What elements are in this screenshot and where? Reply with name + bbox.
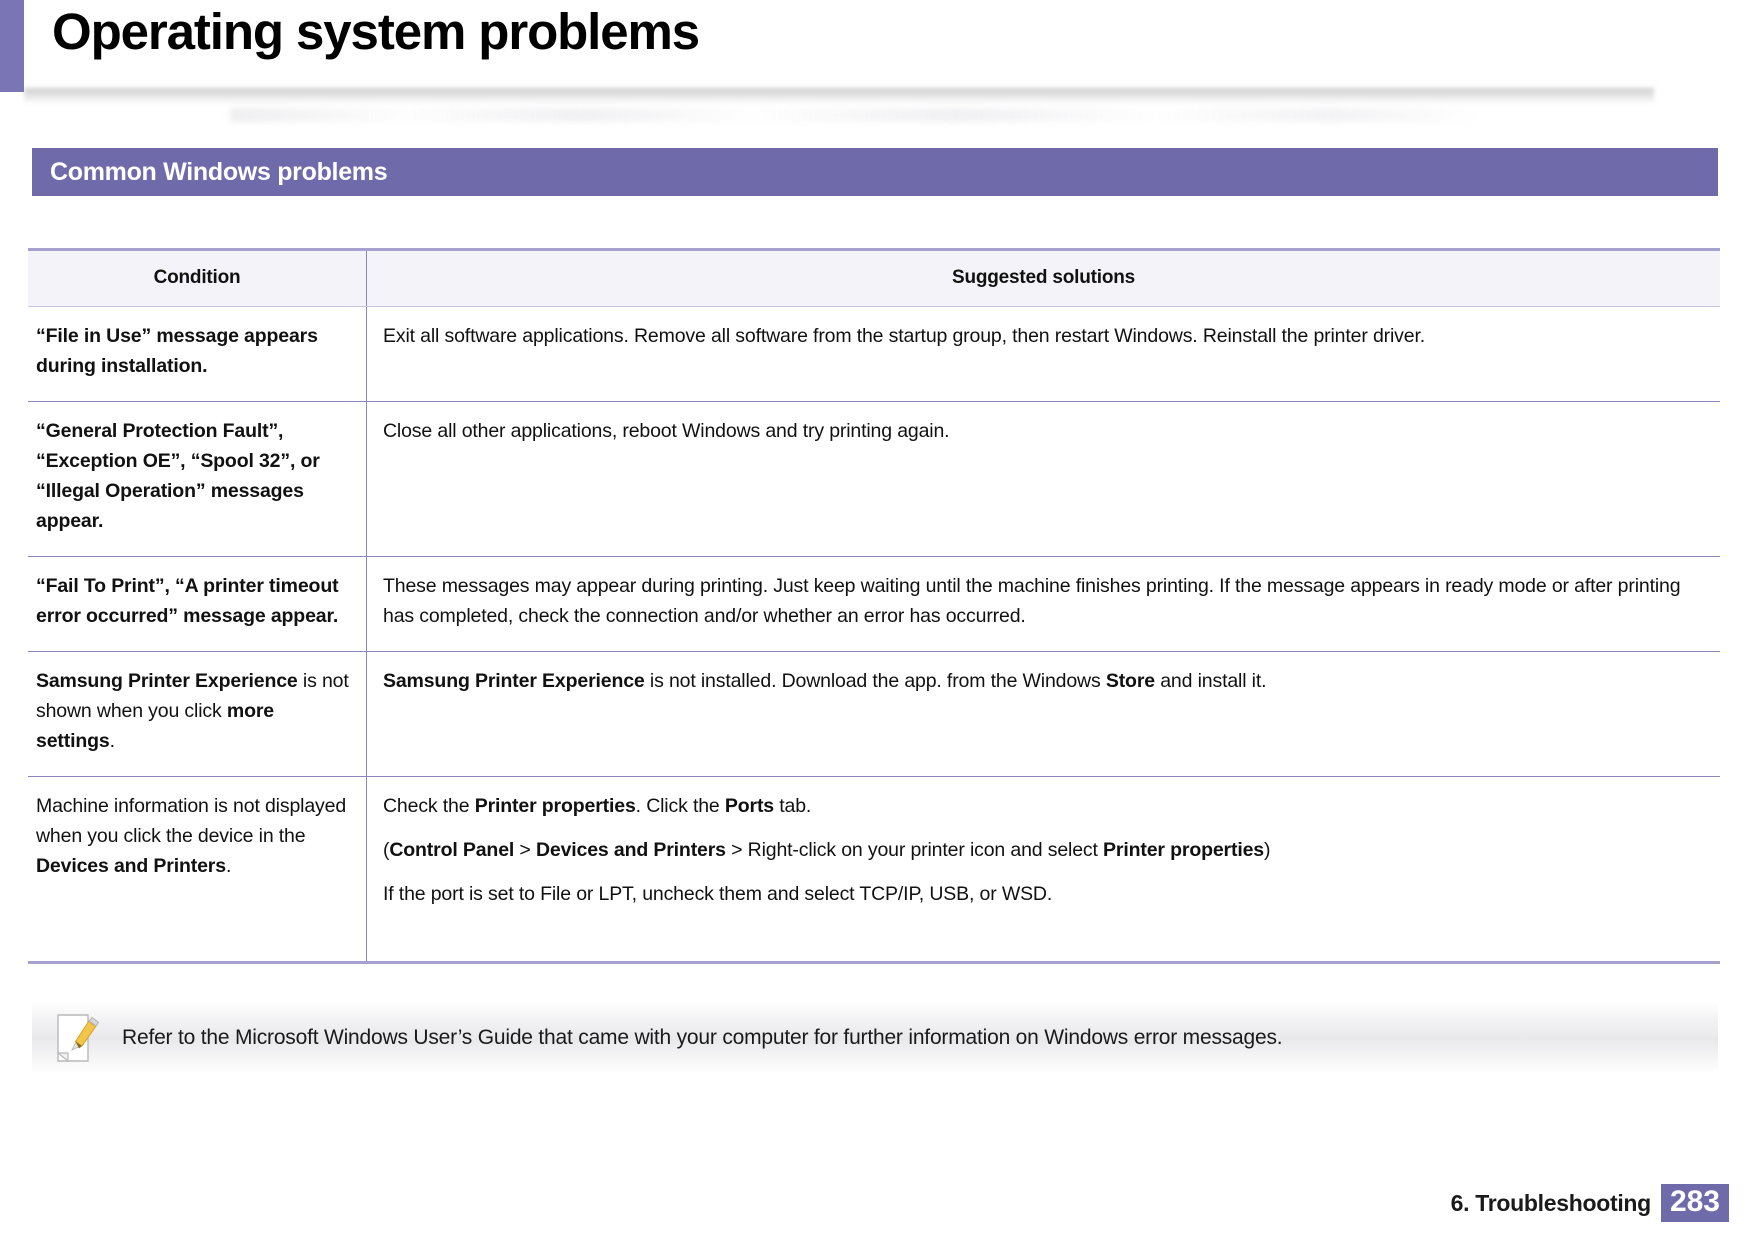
common-windows-problems-table: Condition Suggested solutions “File in U… (28, 248, 1720, 965)
note-box: Refer to the Microsoft Windows User’s Gu… (32, 1002, 1718, 1074)
table-row: Machine information is not displayed whe… (28, 776, 1720, 965)
section-banner: Common Windows problems (32, 148, 1718, 196)
cell-condition: Machine information is not displayed whe… (28, 776, 367, 965)
problems-table-container: Condition Suggested solutions “File in U… (28, 248, 1720, 965)
cell-condition: “General Protection Fault”, “Exception O… (28, 401, 367, 558)
table-row: Samsung Printer Experience is not shown … (28, 651, 1720, 778)
page-title: Operating system problems (52, 3, 700, 60)
table-row: “General Protection Fault”, “Exception O… (28, 401, 1720, 558)
table-head: Condition Suggested solutions (28, 248, 1720, 307)
cell-condition: “Fail To Print”, “A printer timeout erro… (28, 556, 367, 653)
table-header-row: Condition Suggested solutions (28, 248, 1720, 307)
column-header-condition: Condition (28, 248, 367, 307)
footer-page-number: 283 (1660, 1183, 1729, 1222)
note-text: Refer to the Microsoft Windows User’s Gu… (122, 1026, 1283, 1049)
header-divider-shadow (24, 88, 1654, 104)
table-body: “File in Use” message appears during ins… (28, 306, 1720, 965)
cell-condition: “File in Use” message appears during ins… (28, 306, 367, 403)
table-row: “File in Use” message appears during ins… (28, 306, 1720, 403)
page-footer: 6. Troubleshooting 283 (1450, 1183, 1729, 1222)
cell-suggested-solution: Check the Printer properties. Click the … (366, 776, 1720, 965)
column-header-suggested-solutions: Suggested solutions (366, 248, 1720, 307)
header-watermark-text (230, 108, 1480, 122)
note-pencil-icon (54, 1012, 100, 1064)
cell-condition: Samsung Printer Experience is not shown … (28, 651, 367, 778)
cell-suggested-solution: Close all other applications, reboot Win… (366, 401, 1720, 558)
footer-chapter-label: 6. Troubleshooting (1450, 1190, 1652, 1216)
cell-suggested-solution: Exit all software applications. Remove a… (366, 306, 1720, 403)
cell-suggested-solution: Samsung Printer Experience is not instal… (366, 651, 1720, 778)
section-banner-title: Common Windows problems (50, 157, 388, 186)
page-header: Operating system problems (0, 0, 1755, 122)
table-row: “Fail To Print”, “A printer timeout erro… (28, 556, 1720, 653)
cell-suggested-solution: These messages may appear during printin… (366, 556, 1720, 653)
header-accent-bar (0, 0, 24, 92)
